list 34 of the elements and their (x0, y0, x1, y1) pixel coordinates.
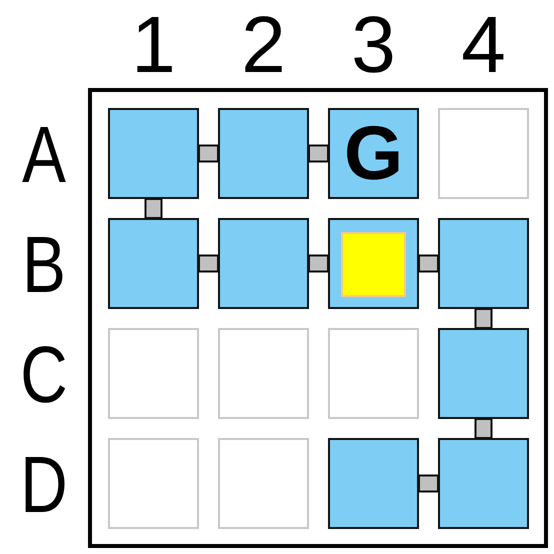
column-number: 4 (461, 12, 506, 77)
empty-cell (218, 438, 309, 529)
connector-bar (144, 198, 162, 219)
connector-bar (418, 254, 439, 272)
connector-bar (198, 254, 219, 272)
grid-cell (328, 218, 419, 309)
column-number: 2 (241, 12, 286, 77)
grid-cell (438, 218, 529, 309)
connector-bar (308, 254, 329, 272)
row-letter: C (20, 342, 68, 406)
empty-cell (438, 108, 529, 199)
grid-cell (438, 438, 529, 529)
connector-bar (418, 474, 439, 492)
square-marker (341, 232, 406, 297)
grid-cell (328, 438, 419, 529)
connector-bar (198, 144, 219, 162)
empty-cell (108, 328, 199, 419)
grid-cell (218, 108, 309, 199)
column-number: 1 (131, 12, 176, 77)
column-number: 3 (351, 12, 396, 77)
connector-bar (474, 418, 492, 439)
connector-bar (474, 308, 492, 329)
grid-cell: G (328, 108, 419, 199)
empty-cell (108, 438, 199, 529)
grid-cell (438, 328, 529, 419)
row-letter: B (22, 232, 66, 296)
row-letter: A (22, 122, 66, 186)
grid-cell (108, 108, 199, 199)
empty-cell (328, 328, 419, 419)
empty-cell (218, 328, 309, 419)
row-letter: D (20, 452, 68, 516)
grid-cell (108, 218, 199, 309)
connector-bar (308, 144, 329, 162)
grid-cell (218, 218, 309, 309)
